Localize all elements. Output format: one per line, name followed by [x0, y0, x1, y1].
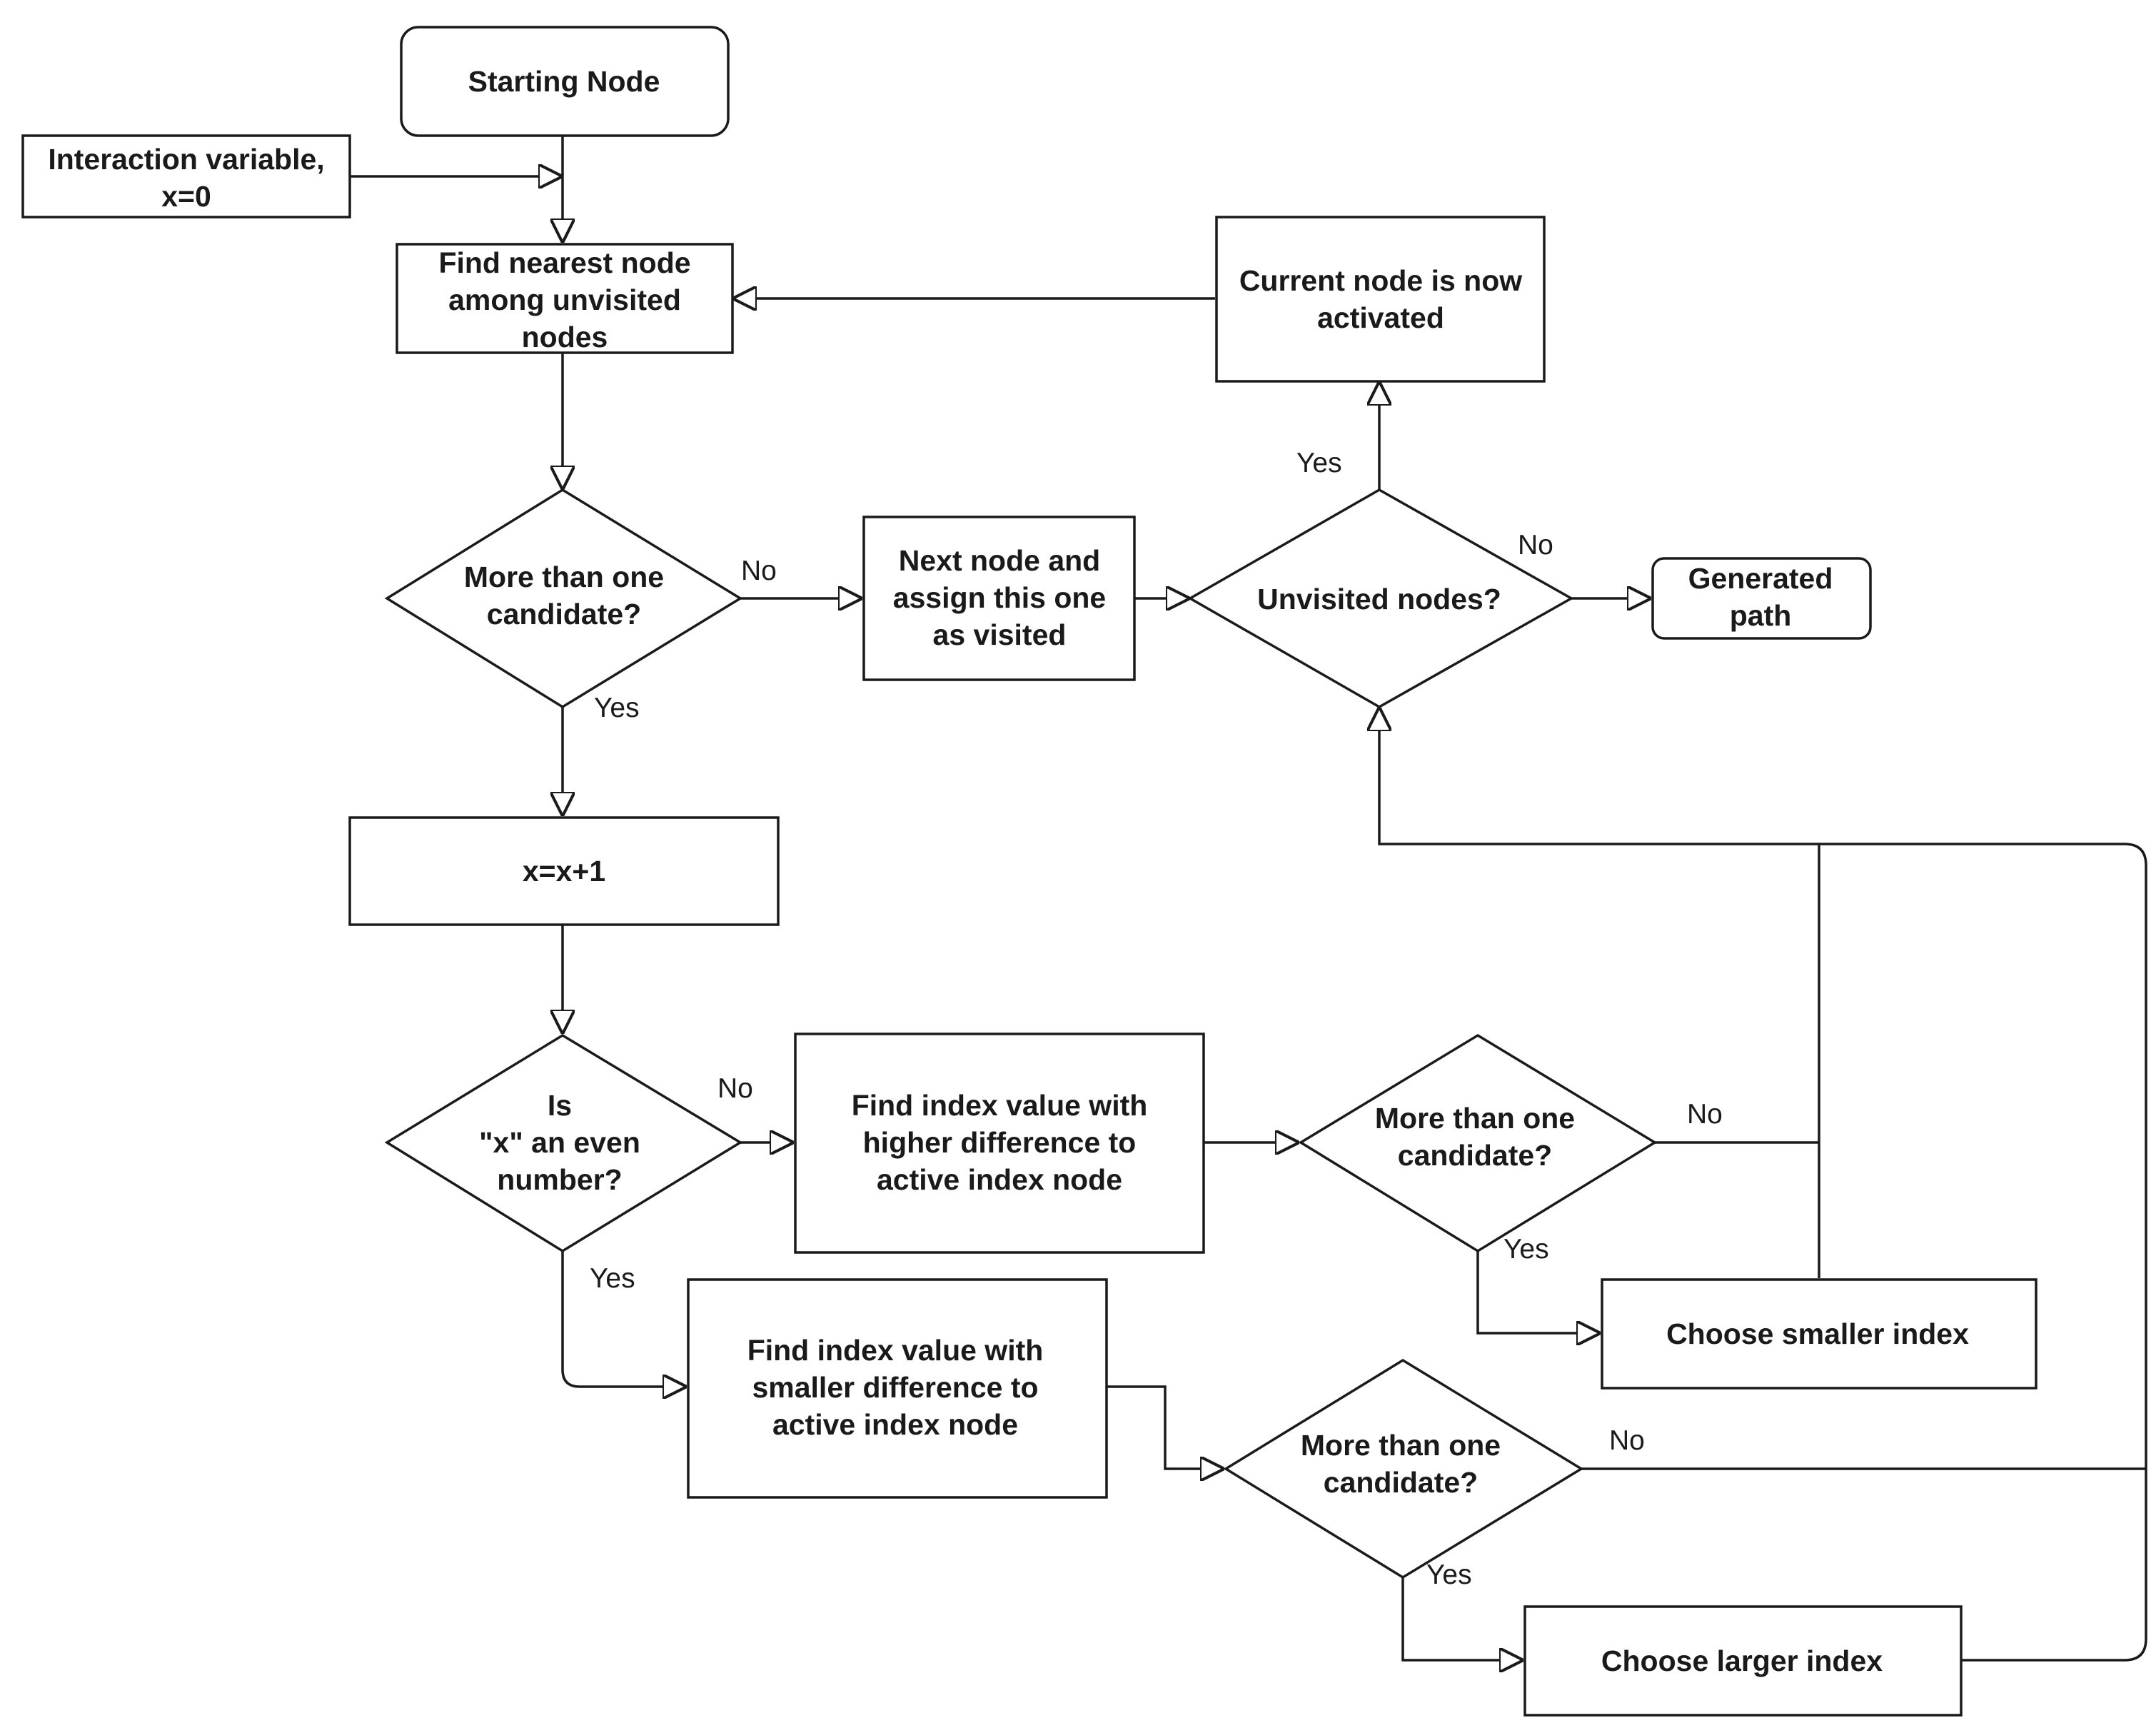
unvisited-no-label: No: [1518, 530, 1553, 561]
choose-smaller-index-label: Choose smaller index: [1666, 1317, 1969, 1350]
starting-node-label: Starting Node: [468, 65, 660, 98]
decision-unvisited-shape: [1187, 488, 1574, 709]
decision-is-even-shape: [384, 1033, 743, 1253]
edge-is-even-yes: [561, 1251, 687, 1387]
find-higher-difference-shape: [794, 1033, 1205, 1254]
decision-3-no-label: No: [1609, 1425, 1645, 1456]
decision-unvisited-label: Unvisited nodes?: [1257, 583, 1501, 616]
edge-decision-3-yes: [1401, 1577, 1523, 1660]
edge-find-smaller-to-decision-3: [1107, 1385, 1224, 1469]
starting-node-shape: [400, 26, 730, 137]
decision-3-yes-label: Yes: [1426, 1559, 1472, 1590]
unvisited-yes-label: Yes: [1296, 448, 1342, 478]
decision-1-yes-label: Yes: [594, 693, 640, 723]
interaction-variable-shape: [21, 134, 351, 218]
increment-shape: [348, 816, 780, 926]
current-node-activated-shape: [1215, 216, 1546, 383]
decision-2-no-label: No: [1687, 1099, 1723, 1130]
decision-2-yes-label: Yes: [1503, 1234, 1549, 1265]
is-even-no-label: No: [717, 1073, 753, 1104]
edge-return-to-unvisited: [1379, 707, 2147, 1639]
edge-choose-larger-right: [1961, 1638, 2147, 1662]
find-nearest-node-shape: [396, 243, 734, 354]
find-smaller-difference-shape: [687, 1278, 1108, 1499]
choose-larger-index-shape: [1523, 1605, 1963, 1717]
is-even-yes-label: Yes: [590, 1263, 635, 1294]
generated-path-shape: [1651, 557, 1872, 640]
decision-more-than-one-2-shape: [1298, 1033, 1658, 1253]
increment-label: x=x+1: [523, 855, 605, 888]
choose-smaller-index-shape: [1601, 1278, 2037, 1390]
choose-larger-index-label: Choose larger index: [1601, 1644, 1883, 1677]
next-node-shape: [862, 516, 1136, 681]
edge-decision-2-yes: [1476, 1251, 1601, 1333]
interaction-variable-label: Interaction variable,x=0: [48, 143, 324, 213]
decision-more-than-one-3-shape: [1223, 1358, 1584, 1579]
decision-more-than-one-1-shape: [384, 488, 743, 709]
decision-1-no-label: No: [741, 556, 777, 586]
